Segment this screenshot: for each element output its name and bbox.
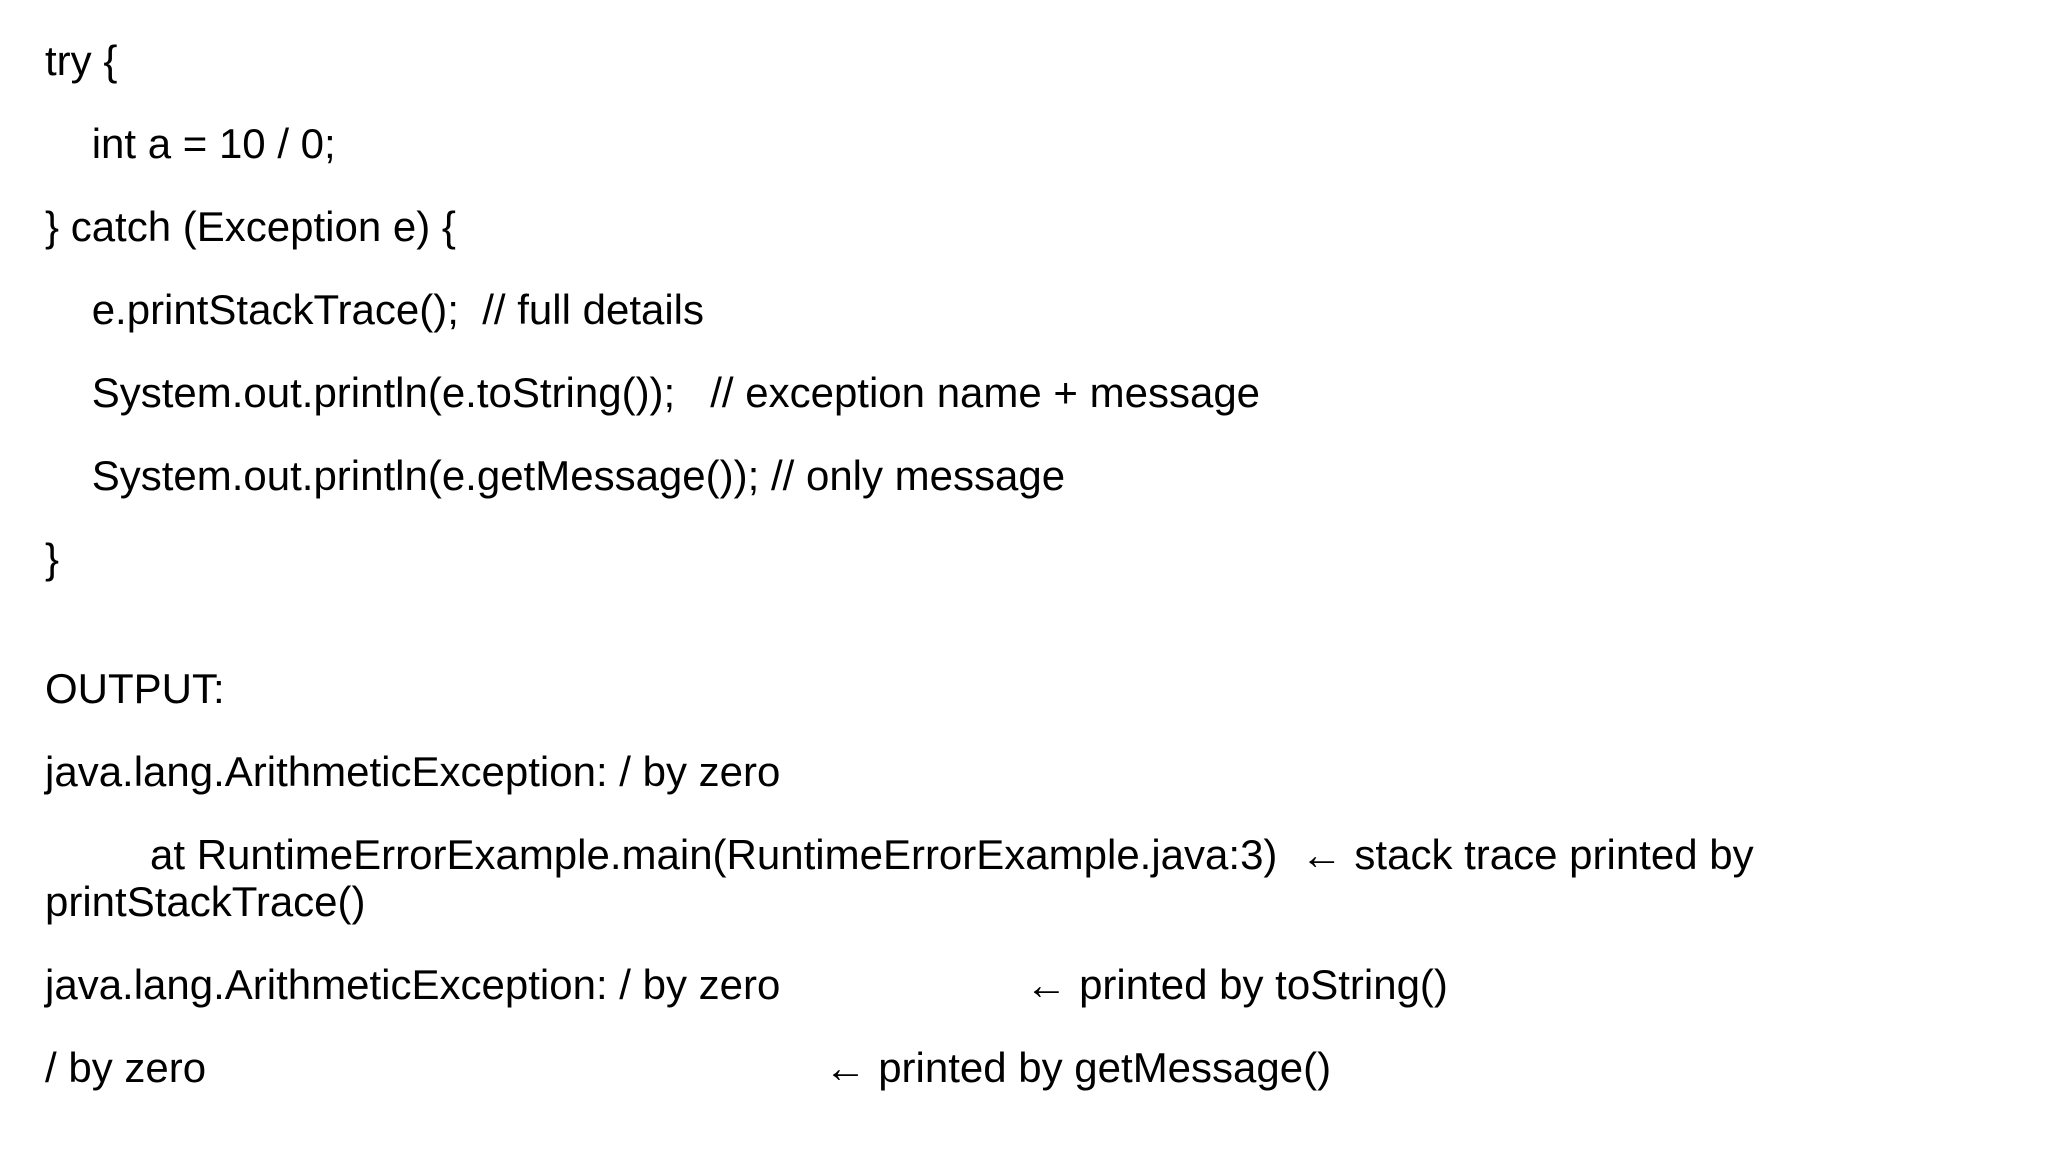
code-line-catch-open: } catch (Exception e) { — [45, 203, 456, 250]
document-page: try { int a = 10 / 0; } catch (Exception… — [45, 37, 1766, 1091]
code-line-getmessage: System.out.println(e.getMessage()); // o… — [45, 452, 1066, 499]
output-line-exception: java.lang.ArithmeticException: / by zero — [45, 748, 781, 795]
output-label: OUTPUT: — [45, 665, 225, 712]
output-line-stacktrace: at RuntimeErrorExample.main(RuntimeError… — [45, 831, 1766, 925]
code-line-close-brace: } — [45, 535, 60, 582]
output-line-getmessage-result: / by zero ← printed by getMessage() — [45, 1044, 1332, 1091]
code-line-try-open: try { — [45, 37, 118, 84]
output-line-tostring-result: java.lang.ArithmeticException: / by zero… — [45, 961, 1448, 1008]
code-line-tostring: System.out.println(e.toString()); // exc… — [45, 369, 1261, 416]
code-line-division: int a = 10 / 0; — [45, 120, 336, 167]
code-line-printstacktrace: e.printStackTrace(); // full details — [45, 286, 705, 333]
